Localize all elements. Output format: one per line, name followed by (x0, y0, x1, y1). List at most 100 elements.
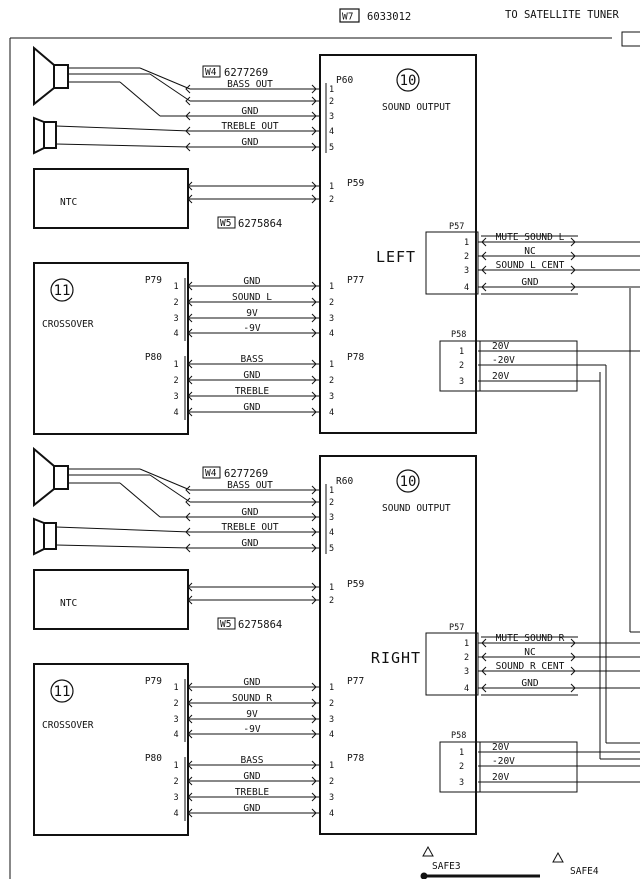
signal-label: TREBLE (235, 787, 270, 798)
pin-number: 3 (329, 314, 334, 324)
p57-connector-box (425, 231, 479, 295)
pin-number: 1 (329, 683, 334, 693)
pin-number: 1 (329, 761, 334, 771)
module-number: 11 (54, 684, 71, 700)
pin-number: 3 (459, 778, 464, 788)
module-number: 10 (400, 474, 417, 490)
signal-label: GND (241, 106, 258, 117)
warning-triangle-icon (552, 851, 564, 863)
speaker-lead (149, 73, 191, 102)
connector-chevron (185, 497, 191, 507)
connector-chevron (187, 181, 193, 191)
cable-code: 6275864 (238, 218, 282, 230)
pin-number: 4 (173, 809, 178, 819)
pin-number: 2 (173, 699, 178, 709)
cable-tag: W5 (220, 218, 231, 229)
connector-chevron (481, 265, 487, 275)
channel-label: LEFT (376, 248, 416, 266)
signal-label: -9V (243, 724, 260, 735)
pin-number: 1 (329, 360, 334, 370)
ntc-box (33, 168, 189, 229)
signal-label: BASS (241, 354, 264, 365)
pin-number: 2 (464, 252, 469, 262)
module-number: 11 (54, 283, 71, 299)
ntc-label: NTC (60, 598, 77, 609)
sound-output-label: SOUND OUTPUT (382, 503, 451, 514)
cable-tag-box (202, 65, 221, 78)
signal-label: GND (521, 678, 538, 689)
connector-chevron (311, 84, 317, 94)
crossover-label: CROSSOVER (42, 720, 94, 731)
speaker-lead (55, 143, 191, 148)
connector-chevron (187, 682, 193, 692)
w7-code: 6033012 (367, 11, 411, 23)
signal-label: -20V (492, 756, 515, 767)
connector-label: P78 (347, 352, 364, 363)
connector-chevron (187, 281, 193, 291)
connector-chevron (481, 638, 487, 648)
woofer-magnet (53, 465, 69, 490)
pin-number: 3 (173, 715, 178, 725)
pin-number: 3 (464, 266, 469, 276)
connector-label: P79 (145, 676, 162, 687)
connector-chevron (187, 808, 193, 818)
signal-label: 9V (246, 709, 258, 720)
connector-chevron (187, 297, 193, 307)
pin-number: 4 (329, 329, 334, 339)
pin-number: 3 (464, 667, 469, 677)
connector-chevron (311, 328, 317, 338)
cable-tag-box (217, 617, 236, 630)
connector-chevron (570, 237, 576, 247)
pin-number: 4 (464, 684, 469, 694)
pin-number: 1 (173, 683, 178, 693)
signal-label: -9V (243, 323, 260, 334)
connector-chevron (311, 512, 317, 522)
pin-number: 1 (329, 583, 334, 593)
pin-number: 2 (173, 777, 178, 787)
connector-chevron (311, 776, 317, 786)
crossover-label: CROSSOVER (42, 319, 94, 330)
crossover-box (33, 262, 189, 435)
signal-label: -20V (492, 355, 515, 366)
pin-number: 4 (173, 730, 178, 740)
signal-label: 20V (492, 371, 509, 382)
connector-chevron (570, 251, 576, 261)
connector-chevron (311, 375, 317, 385)
connector-label: P79 (145, 275, 162, 286)
connector-chevron (187, 582, 193, 592)
signal-label: SOUND R (232, 693, 272, 704)
pin-number: 2 (329, 97, 334, 107)
signal-label: GND (521, 277, 538, 288)
connector-chevron (311, 527, 317, 537)
channel-label: RIGHT (371, 649, 421, 667)
signal-label: 20V (492, 341, 509, 352)
pin-number: 1 (459, 748, 464, 758)
speaker-lead (119, 482, 161, 518)
pin-number: 2 (459, 361, 464, 371)
signal-label: BASS OUT (227, 79, 273, 90)
connector-chevron (311, 497, 317, 507)
signal-label: NC (524, 246, 535, 257)
pin-number: 2 (329, 376, 334, 386)
connector-label: P59 (347, 579, 364, 590)
connector-chevron (311, 698, 317, 708)
signal-label: GND (243, 803, 260, 814)
pin-number: 3 (173, 314, 178, 324)
connector-chevron (570, 666, 576, 676)
signal-label: GND (243, 771, 260, 782)
sound-output-box (319, 455, 477, 835)
connector-chevron (311, 126, 317, 136)
ntc-box (33, 569, 189, 630)
signal-label: SOUND R CENT (496, 661, 565, 672)
pin-number: 1 (173, 282, 178, 292)
pin-number: 1 (459, 347, 464, 357)
connector-chevron (187, 194, 193, 204)
connector-label: P80 (145, 753, 162, 764)
cable-code: 6277269 (224, 468, 268, 480)
connector-chevron (481, 683, 487, 693)
pin-number: 4 (329, 408, 334, 418)
pin-number: 3 (329, 112, 334, 122)
pin-number: 1 (329, 282, 334, 292)
connector-chevron (481, 652, 487, 662)
